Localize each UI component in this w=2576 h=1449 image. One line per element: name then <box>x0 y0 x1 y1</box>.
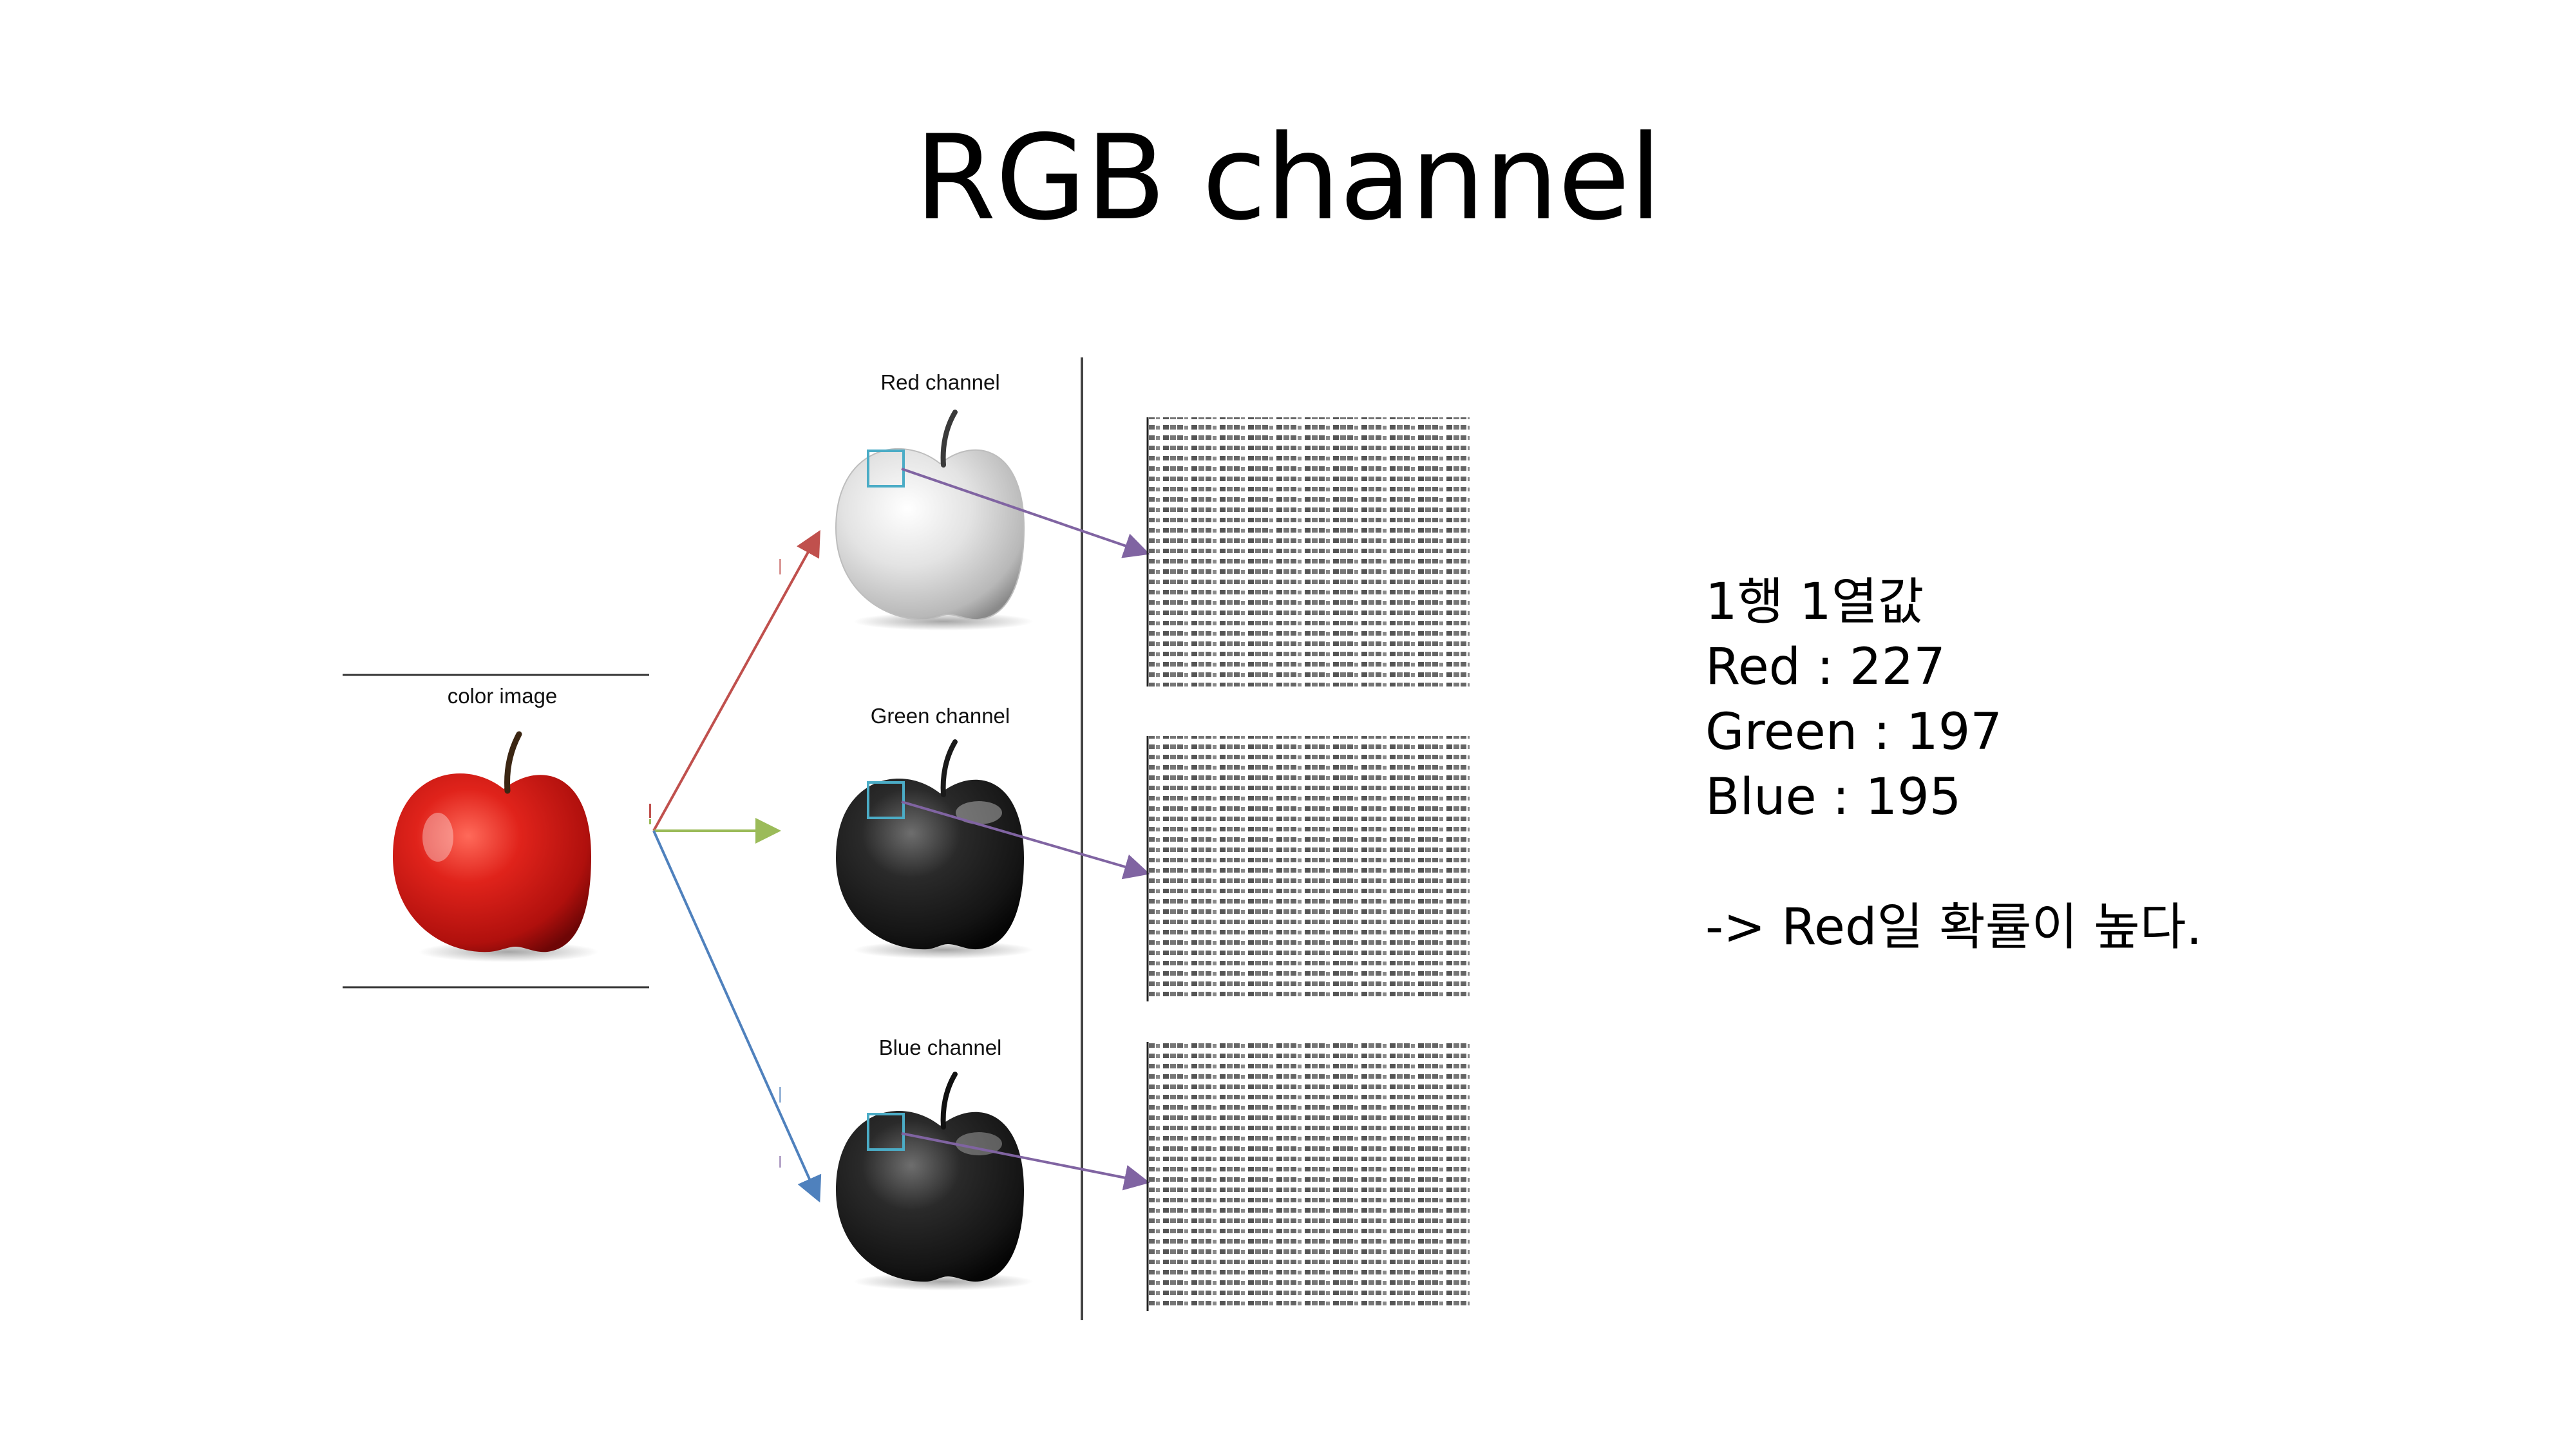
marker-glyph <box>649 819 651 824</box>
color-image-label: color image <box>447 684 558 708</box>
color-apple-image <box>393 731 599 962</box>
info-conclusion: -> Red일 확률이 높다. <box>1705 898 2202 956</box>
red-pixel-matrix <box>1146 417 1470 687</box>
highlight-box <box>867 781 905 819</box>
slide-title: RGB channel <box>914 109 1662 246</box>
marker-glyph <box>779 1087 781 1103</box>
info-blue-value: Blue : 195 <box>1705 768 1962 826</box>
arrow-to-red-channel <box>652 530 820 831</box>
red-channel-label: Red channel <box>880 370 1000 394</box>
blue-pixel-matrix <box>1146 1042 1470 1311</box>
arrow-to-green-matrix <box>901 800 1150 880</box>
green-channel-label: Green channel <box>870 704 1010 728</box>
green-channel-apple <box>836 739 1034 959</box>
arrow-to-blue-matrix <box>901 1132 1150 1191</box>
green-pixel-matrix <box>1146 736 1470 1001</box>
marker-glyph <box>779 559 781 574</box>
arrow-to-blue-channel <box>652 830 822 1203</box>
marker-glyph <box>779 1156 781 1168</box>
arrow-to-red-matrix <box>901 468 1150 558</box>
info-heading: 1행 1열값 <box>1705 573 1924 631</box>
blue-channel-label: Blue channel <box>878 1036 1002 1059</box>
highlight-box <box>867 1113 905 1151</box>
blue-channel-apple <box>836 1072 1034 1291</box>
pixel-value-info: 1행 1열값 Red : 227 Green : 197 Blue : 195 … <box>1705 570 2202 960</box>
info-green-value: Green : 197 <box>1705 703 2002 761</box>
red-channel-apple <box>835 410 1034 630</box>
info-red-value: Red : 227 <box>1705 638 1946 696</box>
marker-glyph <box>649 804 651 818</box>
